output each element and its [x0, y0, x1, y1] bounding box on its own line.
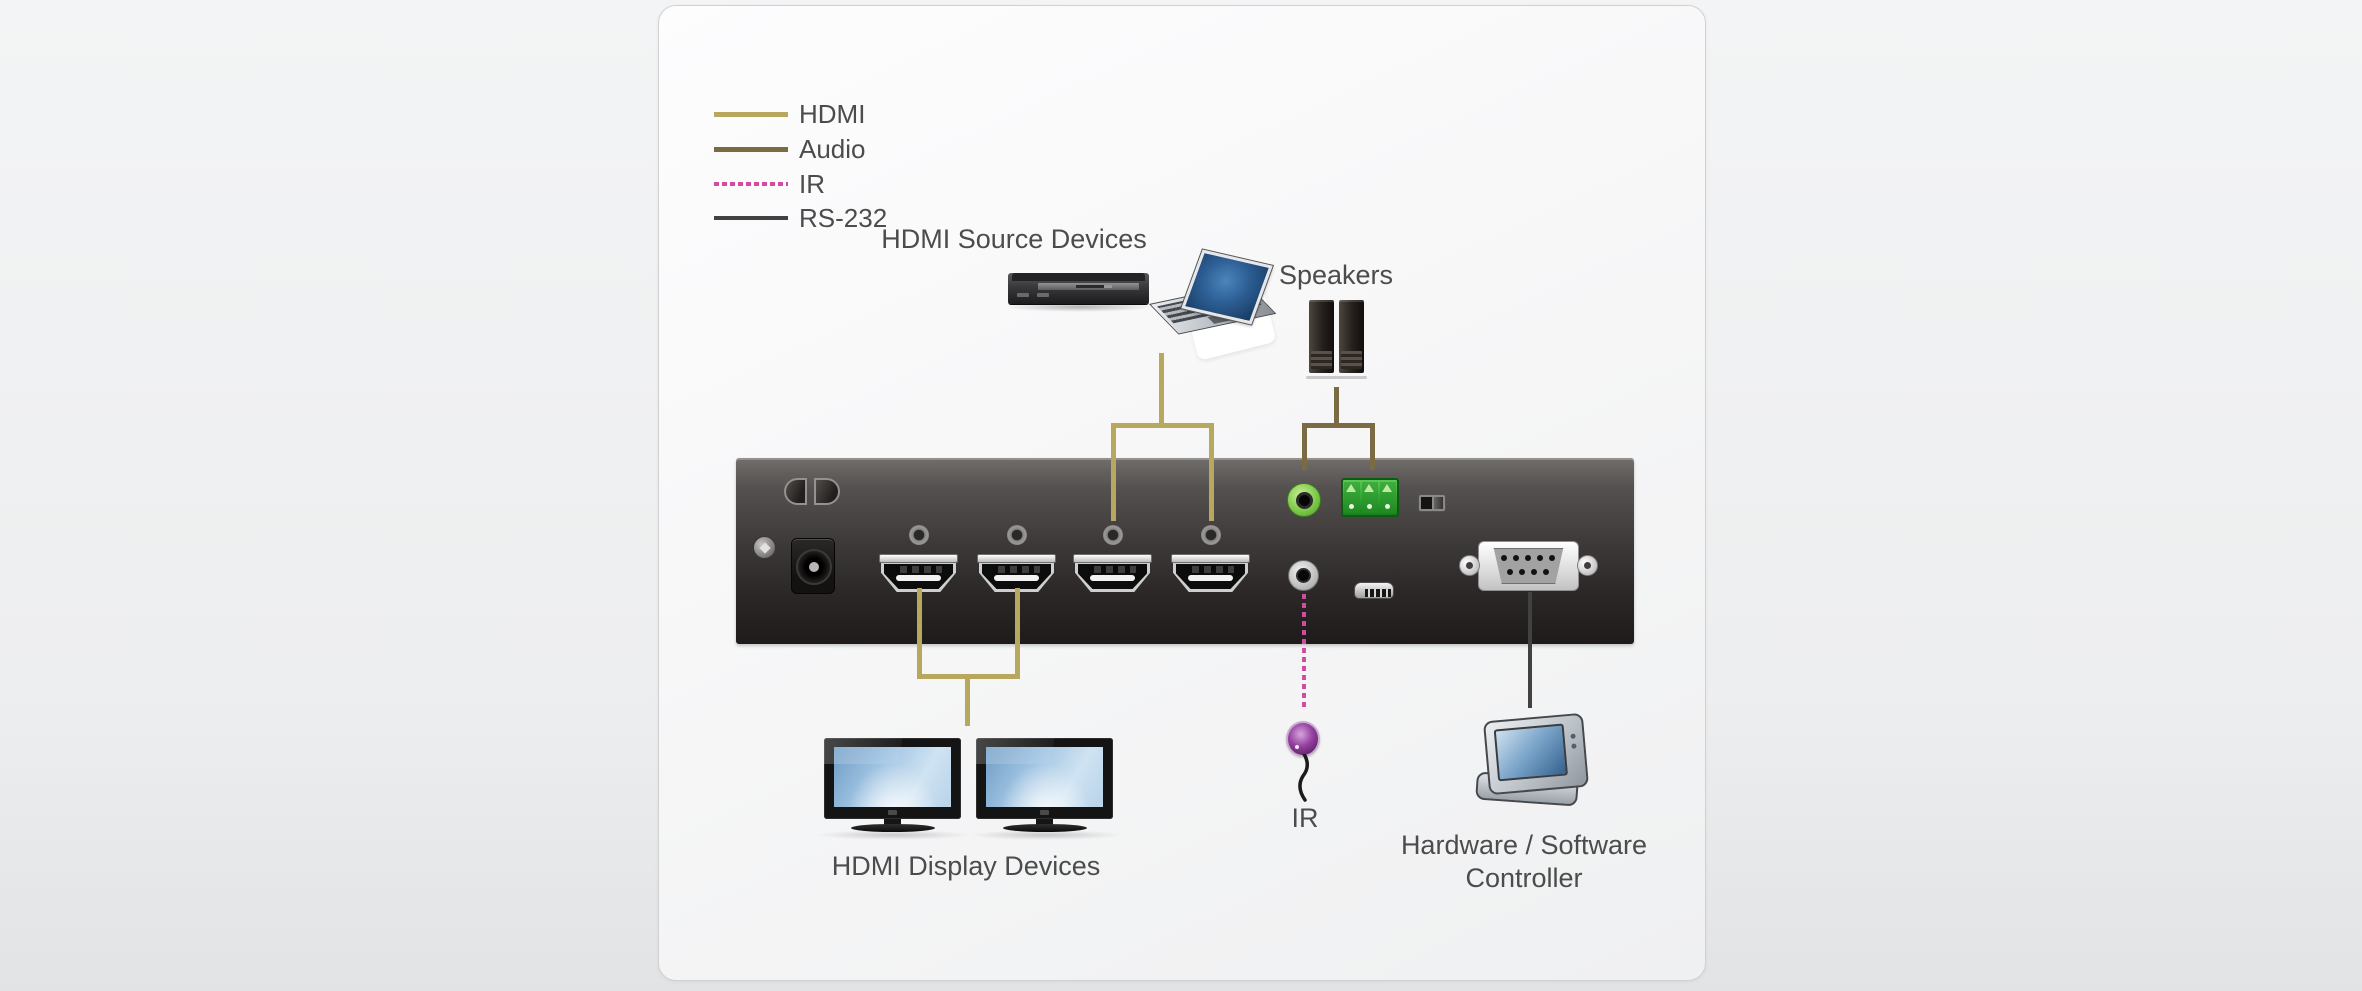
halfmoon-vent-left-icon	[784, 478, 807, 505]
rs232-cable-line	[1528, 592, 1532, 708]
hdmi-cable-source-stub	[1159, 353, 1164, 423]
legend-label-ir: IR	[799, 168, 825, 199]
hdmi-cable-source-left	[1111, 423, 1116, 521]
audio-cable-bridge	[1302, 423, 1375, 428]
speaker-left-base	[1306, 376, 1337, 379]
tv-shadow-1	[816, 830, 971, 840]
ir-receiver-icon	[1286, 721, 1320, 757]
controller-label-line1: Hardware / Software	[1400, 830, 1648, 860]
hdmi-port-4	[1171, 554, 1250, 592]
rs232-line-swatch-icon	[714, 216, 788, 220]
legend-item-hdmi: HDMI	[714, 98, 866, 129]
hdmi-port-2	[977, 554, 1056, 592]
legend-item-rs232: RS-232	[714, 202, 888, 233]
grounding-screw-icon	[753, 536, 776, 559]
diagram-card: HDMI Audio IR RS-232 HDMI Source Devices…	[658, 5, 1706, 981]
ir-receiver-label: IR	[1291, 803, 1319, 833]
audio-cable-right	[1370, 423, 1375, 470]
audio-cable-left	[1302, 423, 1307, 470]
tv-icon-1	[824, 738, 961, 832]
halfmoon-vent-right-icon	[814, 478, 840, 505]
screw-hole-4	[1201, 525, 1221, 545]
dvd-player-shadow	[1003, 302, 1155, 312]
screw-hole-2	[1007, 525, 1027, 545]
mini-usb-port	[1354, 582, 1394, 599]
hdmi-port-1	[879, 554, 958, 592]
terminal-block-connector	[1341, 478, 1399, 517]
legend-item-audio: Audio	[714, 133, 866, 164]
speaker-icon-right	[1339, 300, 1364, 373]
speaker-icon-left	[1309, 300, 1334, 373]
controller-label: Hardware / Software Controller	[1374, 829, 1674, 895]
screw-hole-1	[909, 525, 929, 545]
legend-label-rs232: RS-232	[799, 202, 888, 233]
mode-switch	[1418, 494, 1446, 512]
speaker-right-base	[1336, 376, 1367, 379]
dc-power-jack	[791, 538, 835, 594]
hdmi-display-devices-label: HDMI Display Devices	[831, 851, 1101, 881]
speakers-label: Speakers	[1278, 260, 1394, 290]
tv-icon-2	[976, 738, 1113, 832]
tv-shadow-2	[968, 830, 1123, 840]
hdmi-port-3	[1073, 554, 1152, 592]
touch-controller-icon	[1474, 711, 1599, 819]
legend-item-ir: IR	[714, 168, 825, 199]
hdmi-cable-display-left	[917, 588, 922, 679]
legend-label-audio: Audio	[799, 133, 866, 164]
ir-cable-line	[1302, 594, 1306, 708]
device-rear-panel	[736, 458, 1634, 644]
hdmi-line-swatch-icon	[714, 111, 788, 117]
hdmi-cable-source-right	[1209, 423, 1214, 521]
audio-cable-stub	[1334, 387, 1339, 425]
screw-hole-3	[1103, 525, 1123, 545]
ir-receiver-cable	[1298, 754, 1309, 802]
legend-label-hdmi: HDMI	[799, 98, 866, 129]
hdmi-cable-display-stub	[965, 674, 970, 726]
laptop-icon	[1147, 248, 1277, 361]
hdmi-cable-source-bridge	[1111, 423, 1214, 428]
rs232-serial-port	[1459, 541, 1598, 591]
audio-out-jack	[1287, 483, 1321, 517]
controller-label-line2: Controller	[1465, 863, 1583, 893]
ir-in-jack	[1288, 560, 1319, 591]
ir-line-swatch-icon	[714, 182, 788, 186]
hdmi-source-devices-label: HDMI Source Devices	[881, 224, 1147, 254]
dvd-player-icon	[1008, 273, 1149, 304]
audio-line-swatch-icon	[714, 146, 788, 152]
hdmi-cable-display-right	[1015, 588, 1020, 679]
